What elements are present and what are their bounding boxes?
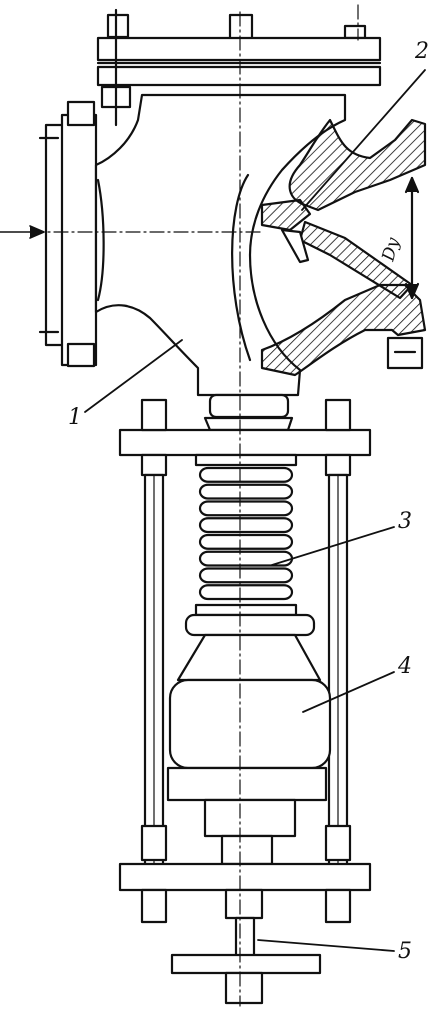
spring-coil: [198, 466, 294, 483]
spring-coil: [198, 517, 294, 534]
leader-lines: [84, 69, 426, 952]
center-lines: [29, 4, 359, 1007]
spring-coil: [198, 483, 294, 500]
spring-coil: [198, 533, 294, 550]
gland-neck: [203, 393, 294, 432]
label-spring: 3: [398, 509, 412, 534]
spring-coil: [198, 567, 294, 584]
top-cover: [96, 8, 382, 127]
spring-coil: [198, 584, 294, 601]
label-adjusting-screw: 5: [398, 939, 412, 964]
lower-yoke: [118, 862, 372, 924]
label-body: 1: [68, 405, 82, 430]
diameter-dimension: [404, 176, 420, 300]
label-bellows: 4: [397, 654, 412, 679]
label-seat: 2: [414, 39, 429, 64]
label-nominal-diameter: Dy: [378, 235, 404, 264]
inlet-arrow: [0, 225, 45, 239]
outlet-section: [260, 118, 427, 377]
adjusting-screw: [170, 916, 322, 1005]
spring: [194, 453, 298, 617]
inlet-flange: [38, 100, 98, 368]
valve-body: [94, 93, 347, 397]
bellows: [166, 613, 332, 866]
spring-coil: [198, 500, 294, 517]
